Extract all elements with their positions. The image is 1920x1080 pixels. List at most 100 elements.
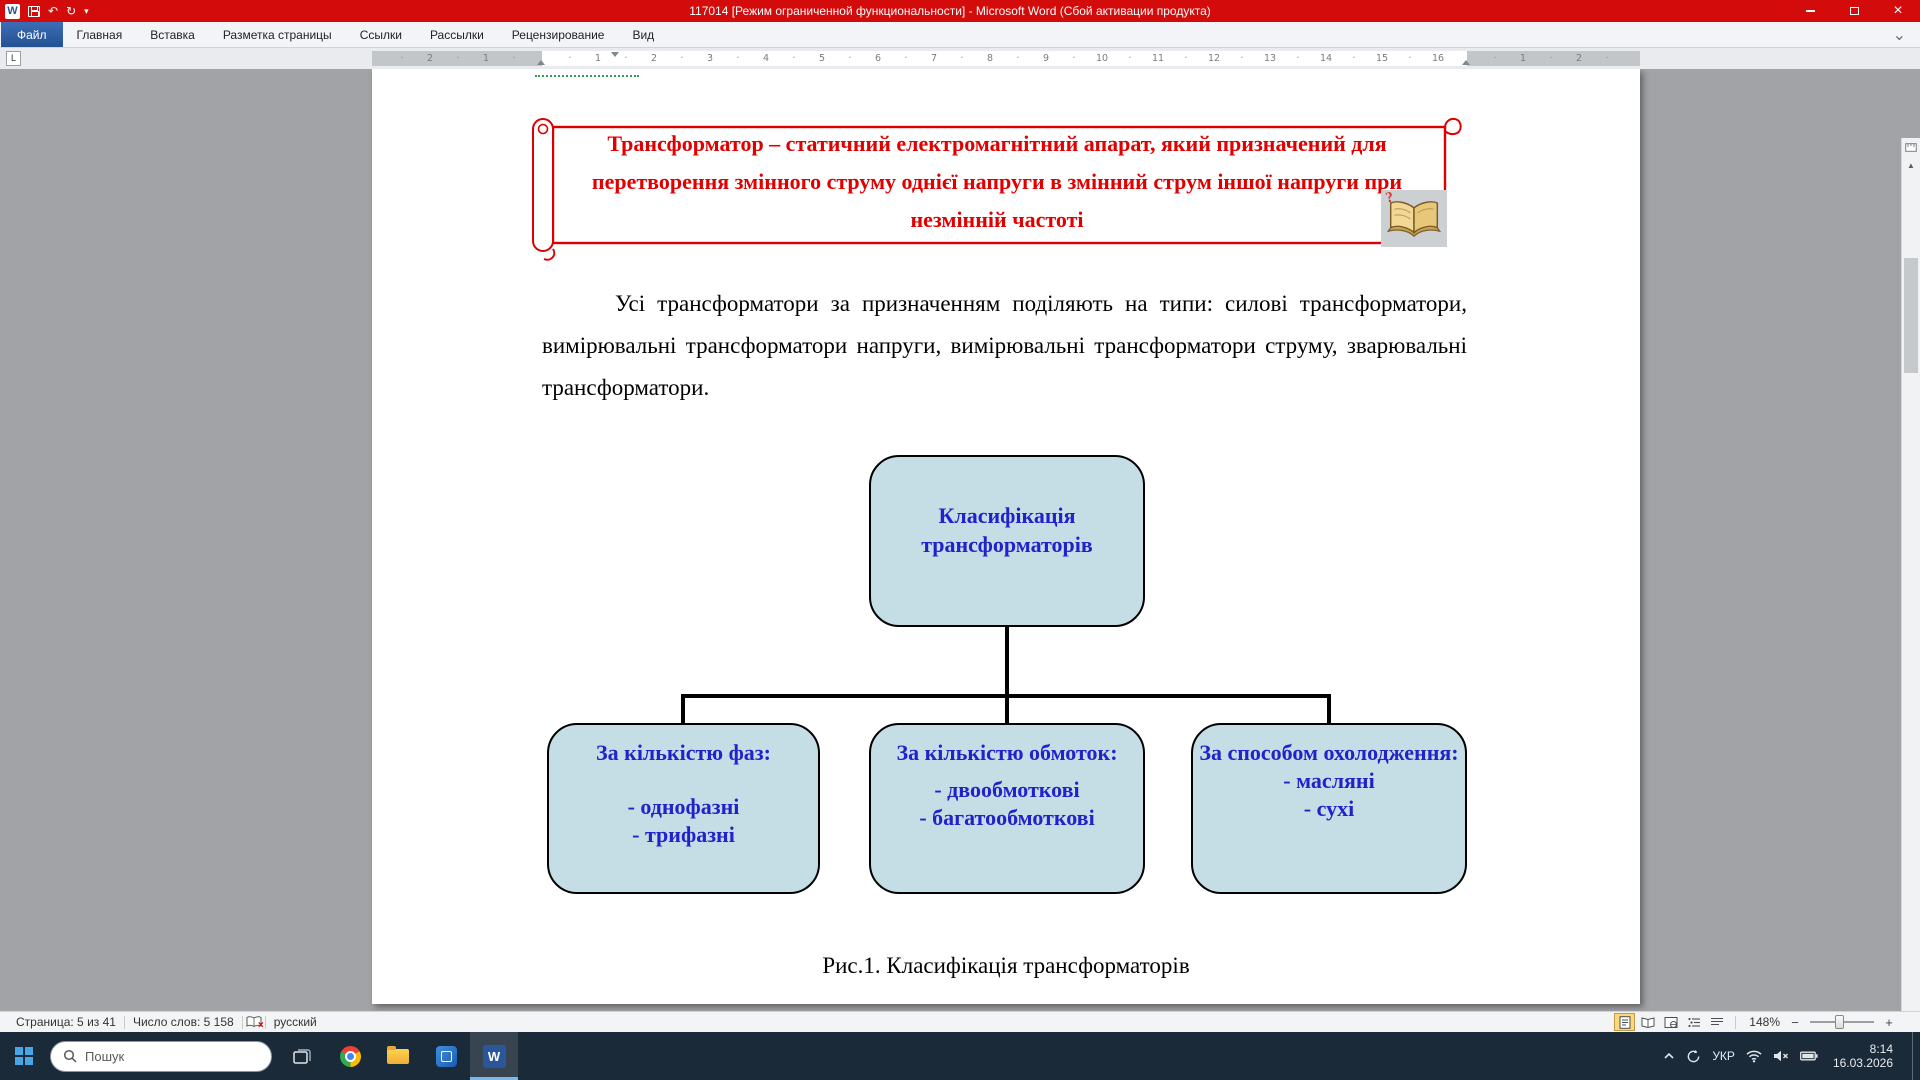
search-input[interactable]: Пошук: [50, 1040, 272, 1072]
ruler-number: 4: [762, 53, 770, 64]
task-view-button[interactable]: [278, 1032, 326, 1080]
diagram-box-title: За кількістю фаз:: [596, 740, 771, 765]
word-app-icon[interactable]: W: [5, 3, 20, 19]
diagram-box-cooling[interactable]: За способом охолодження: - масляні - сух…: [1191, 723, 1467, 894]
ruler-number: 15: [1375, 53, 1389, 64]
zoom-slider-thumb[interactable]: [1835, 1015, 1844, 1029]
volume-muted-icon: [1773, 1050, 1788, 1062]
repeat-icon[interactable]: ↻: [66, 4, 77, 18]
status-left: Страница: 5 из 41 Число слов: 5 158 × ру…: [0, 1015, 325, 1031]
vertical-scrollbar[interactable]: ▲ ▼ ▲▲ ● ▼▼: [1901, 138, 1920, 1011]
document-area: Трансформатор – статичний електромагнітн…: [0, 69, 1920, 1011]
file-explorer-button[interactable]: [374, 1032, 422, 1080]
zoom-out-button[interactable]: −: [1791, 1014, 1799, 1030]
diagram-box-item: - двообмоткові: [934, 777, 1080, 802]
figure-caption: Рис.1. Класифікація трансформаторів: [822, 953, 1190, 978]
diagram-box-phases[interactable]: За кількістю фаз: - однофазні - трифазні: [547, 723, 820, 894]
banner-line: перетворення змінного струму однієї напр…: [591, 169, 1403, 194]
blue-app-button[interactable]: [422, 1032, 470, 1080]
window-controls: ×: [1788, 0, 1920, 22]
language-switcher[interactable]: УКР: [1712, 1049, 1735, 1063]
ruler-number: 2: [1575, 53, 1583, 64]
quick-access-toolbar: W ↶ ↻ ▾: [5, 0, 89, 22]
word-icon: W: [482, 1044, 506, 1068]
volume-tray-button[interactable]: [1773, 1050, 1789, 1062]
search-placeholder: Пошук: [85, 1048, 125, 1064]
ruler-number: 10: [1095, 53, 1109, 64]
ruler-tick: ·: [1240, 53, 1244, 64]
ribbon-expand-icon[interactable]: ⌄: [1892, 26, 1906, 44]
ruler-tick: ·: [1128, 53, 1132, 64]
tab-references[interactable]: Ссылки: [359, 27, 402, 42]
diagram-connector: [681, 696, 685, 724]
start-button[interactable]: [0, 1032, 48, 1080]
page-indicator[interactable]: Страница: 5 из 41: [16, 1015, 116, 1029]
spellcheck-squiggle: [535, 73, 639, 77]
print-layout-view-button[interactable]: [1614, 1013, 1635, 1031]
network-tray-button[interactable]: [1746, 1050, 1762, 1063]
zoom-slider[interactable]: [1810, 1015, 1874, 1029]
tab-stop-selector[interactable]: L: [6, 51, 21, 66]
word-count[interactable]: Число слов: 5 158: [132, 1015, 234, 1029]
close-button[interactable]: ×: [1893, 2, 1903, 19]
task-view-icon: [293, 1048, 311, 1064]
titlebar: W ↶ ↻ ▾ 117014 [Режим ограниченной функц…: [0, 0, 1920, 22]
save-icon[interactable]: [28, 5, 40, 17]
ruler-number: 8: [986, 53, 994, 64]
tray-date: 16.03.2026: [1832, 1056, 1893, 1070]
spellcheck-status-icon[interactable]: ×: [243, 1015, 265, 1031]
document-page[interactable]: Трансформатор – статичний електромагнітн…: [372, 69, 1640, 1004]
first-line-indent-marker[interactable]: [611, 52, 619, 57]
scrollbar-thumb[interactable]: [1904, 258, 1918, 373]
ruler-tick: ·: [1549, 53, 1553, 64]
clock[interactable]: 8:14 16.03.2026: [1829, 1042, 1893, 1071]
qat-customize-icon[interactable]: ▾: [84, 6, 89, 16]
tab-mailings[interactable]: Рассылки: [429, 27, 484, 42]
scroll-up-button[interactable]: ▲: [1907, 161, 1915, 170]
show-desktop-button[interactable]: [1912, 1032, 1918, 1080]
web-layout-view-button[interactable]: [1660, 1013, 1681, 1031]
ruler-number: 11: [1151, 53, 1165, 64]
minimize-button[interactable]: [1788, 0, 1832, 22]
ruler-toggle-button[interactable]: [1902, 139, 1920, 156]
battery-icon: [1799, 1051, 1818, 1061]
tab-view[interactable]: Вид: [632, 27, 655, 42]
battery-tray-button[interactable]: [1799, 1051, 1818, 1061]
tab-page-layout[interactable]: Разметка страницы: [222, 27, 332, 42]
tab-insert[interactable]: Вставка: [150, 27, 195, 42]
search-icon: [63, 1049, 77, 1063]
restore-button[interactable]: [1832, 0, 1876, 22]
draft-view-button[interactable]: [1706, 1013, 1727, 1031]
diagram-root-line: Класифікація: [938, 503, 1076, 528]
tab-review[interactable]: Рецензирование: [511, 27, 605, 42]
sync-tray-button[interactable]: [1686, 1049, 1701, 1064]
left-indent-marker[interactable]: [537, 60, 545, 65]
right-indent-marker[interactable]: [1462, 60, 1470, 65]
ruler-number: 12: [1207, 53, 1221, 64]
ruler-number: 7: [930, 53, 938, 64]
language-indicator[interactable]: русский: [273, 1015, 317, 1029]
ruler-number: 14: [1319, 53, 1333, 64]
hidden-icons-button[interactable]: [1663, 1052, 1675, 1060]
diagram-root-box[interactable]: Класифікація трансформаторів: [869, 455, 1145, 627]
tab-file[interactable]: Файл: [1, 22, 63, 47]
tab-home[interactable]: Главная: [76, 27, 123, 42]
undo-icon[interactable]: ↶: [48, 4, 59, 18]
word-taskbar-button[interactable]: W: [470, 1032, 518, 1080]
chrome-button[interactable]: [326, 1032, 374, 1080]
sync-icon: [1687, 1049, 1700, 1062]
zoom-in-button[interactable]: +: [1885, 1014, 1893, 1030]
outline-view-button[interactable]: [1683, 1013, 1704, 1031]
separator: [241, 1015, 243, 1029]
ruler-tick: ·: [456, 53, 460, 64]
scroll-banner-shape[interactable]: [527, 111, 1467, 263]
wifi-icon: [1746, 1050, 1762, 1062]
diagram-box-windings[interactable]: За кількістю обмоток: - двообмоткові - б…: [869, 723, 1145, 894]
fullscreen-reading-view-button[interactable]: [1637, 1013, 1658, 1031]
ruler-number: 2: [650, 53, 658, 64]
ruler-number: 16: [1431, 53, 1445, 64]
zoom-level[interactable]: 148%: [1749, 1015, 1780, 1029]
ruler-number: 9: [1042, 53, 1050, 64]
ruler-tick: ·: [792, 53, 796, 64]
